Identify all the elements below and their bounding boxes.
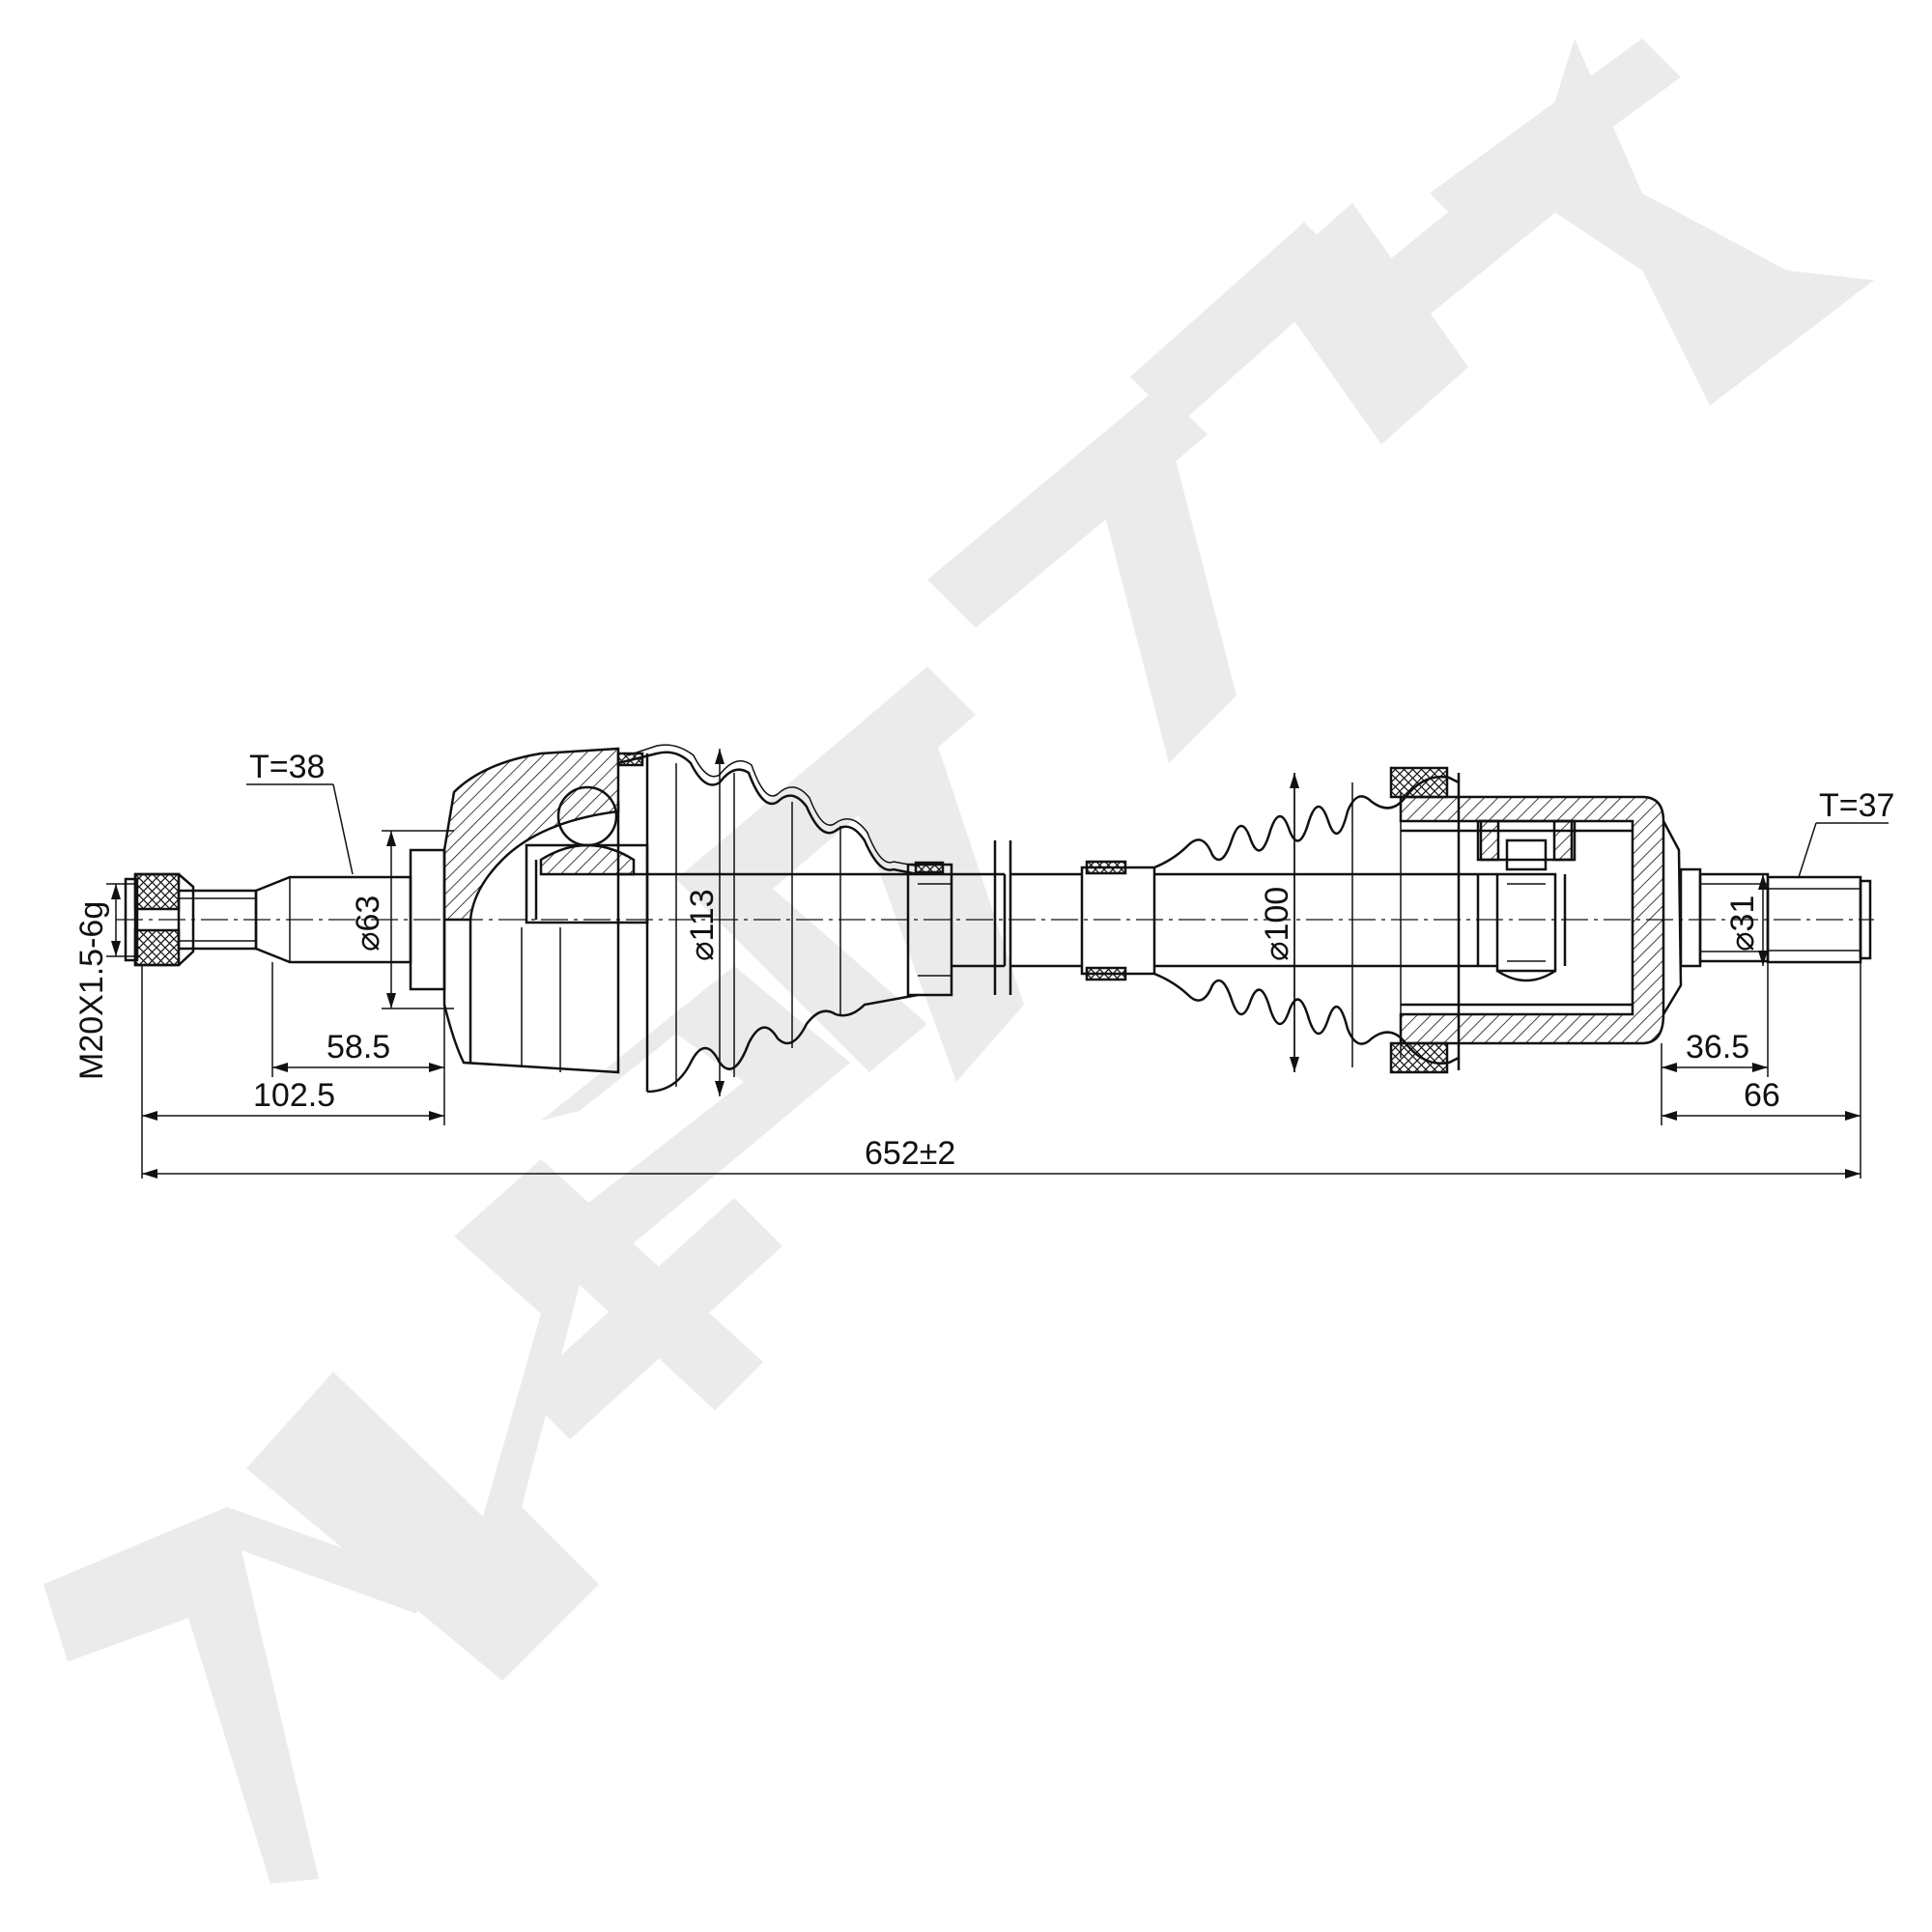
hub-nut [133, 872, 181, 911]
inner-joint-assembly [1153, 766, 1872, 1074]
tripod-housing-section [1399, 795, 1665, 1045]
outer-boot-section [617, 751, 919, 876]
outer-teeth-label: T=38 [249, 749, 325, 785]
dim-66-label: 66 [1744, 1077, 1780, 1114]
dim-102-5-label: 102.5 [253, 1077, 335, 1114]
inner-teeth-label: T=37 [1819, 787, 1894, 824]
dim-58-5-label: 58.5 [327, 1029, 390, 1065]
outer-bell-housing-section [442, 747, 620, 922]
outer-seat-diameter-label: ⌀63 [350, 895, 386, 952]
shaft-bar [618, 840, 1156, 995]
watermark-logo [43, 39, 1874, 1884]
inner-boot-section [1153, 775, 1460, 869]
inner-boot-diameter-label: ⌀100 [1259, 887, 1295, 961]
dim-36-5-label: 36.5 [1686, 1029, 1749, 1065]
thread-spec-label: M20X1.5-6g [73, 901, 110, 1080]
inner-boot-clamp [1389, 766, 1449, 799]
tripod-roller [1476, 819, 1577, 862]
dimension-lines [106, 749, 1889, 1179]
outer-boot-diameter-label: ⌀113 [684, 889, 721, 961]
total-length-label: 652±2 [865, 1135, 955, 1172]
outer-joint-assembly [124, 744, 953, 1094]
inner-stub-diameter-label: ⌀31 [1724, 895, 1761, 952]
